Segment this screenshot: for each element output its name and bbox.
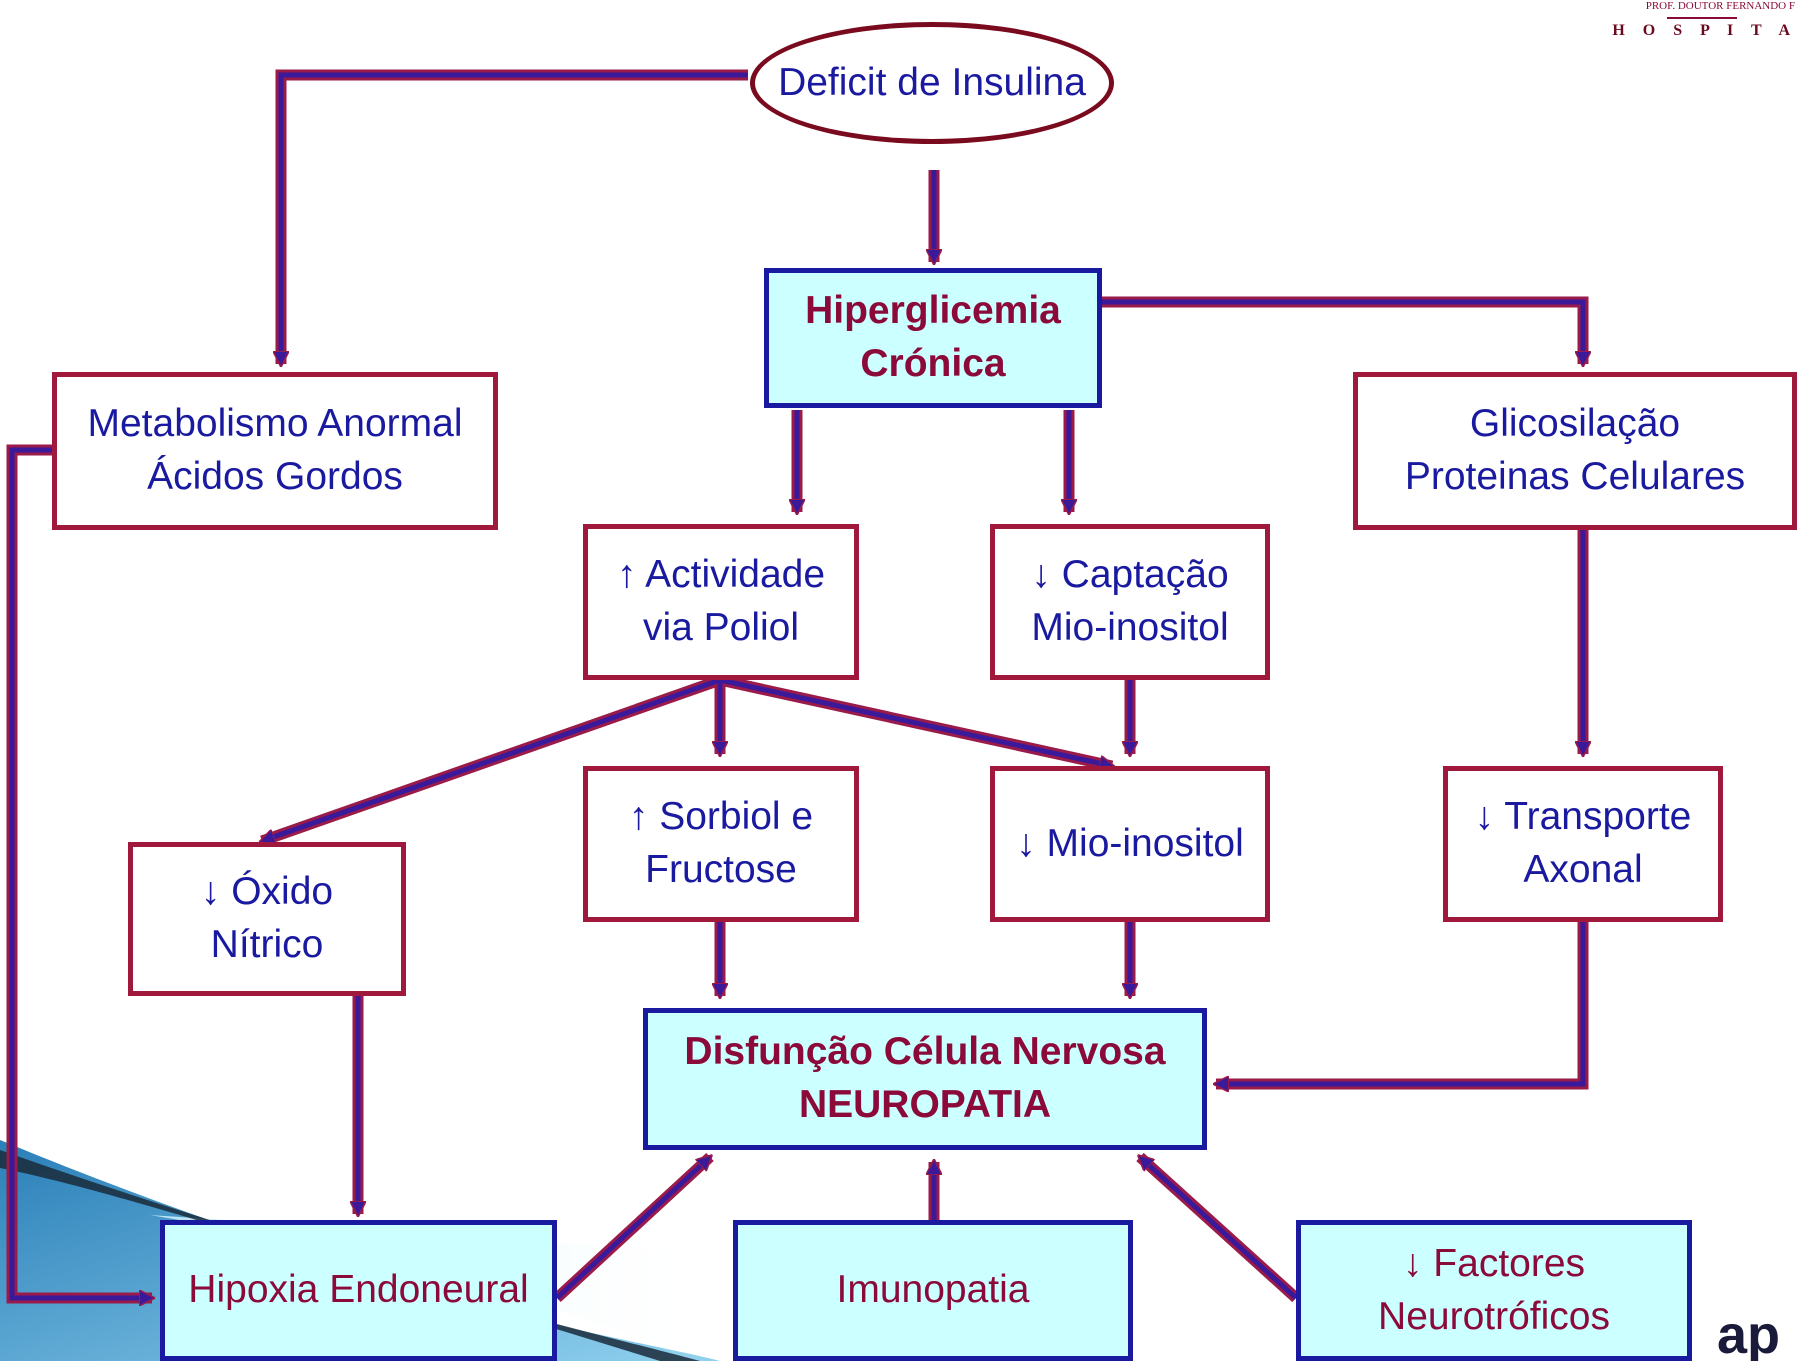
node-metabolismo-line1: Metabolismo Anormal [87,402,463,446]
node-factores-line1: ↓ Factores [1402,1241,1586,1285]
node-glicosilacao-line2: Proteinas Celulares [1404,455,1746,498]
connector-arrows [6,69,1583,1298]
node-disfuncao-neuropatia: Disfunção Célula Nervosa NEUROPATIA [643,1008,1207,1150]
node-imunopatia-label: Imunopatia [836,1268,1030,1312]
node-oxido-line1: ↓ Óxido [200,870,334,914]
node-hipoxia-label: Hipoxia Endoneural [188,1268,529,1312]
node-deficit-insulina: Deficit de Insulina [750,22,1114,144]
node-hipoxia-endoneural: Hipoxia Endoneural [160,1220,557,1361]
node-captacao-line1: ↓ Captação [1031,553,1229,597]
node-actividade-line1: ↑ Actividade [616,553,826,597]
node-transporte-axonal: ↓ Transporte Axonal [1443,766,1723,922]
node-captacao-line2: Mio-inositol [1031,606,1229,649]
node-oxido-nitrico: ↓ Óxido Nítrico [128,842,406,996]
node-transporte-line1: ↓ Transporte [1474,795,1692,839]
corner-logo: ap [1717,1309,1781,1361]
node-actividade-poliol: ↑ Actividade via Poliol [583,524,859,680]
node-oxido-line2: Nítrico [210,923,324,966]
node-captacao-mio-inositol: ↓ Captação Mio-inositol [990,524,1270,680]
node-deficit-insulina-label: Deficit de Insulina [778,61,1086,104]
node-mio-inositol-label: ↓ Mio-inositol [1016,821,1244,865]
hospital-logo-line2: H O S P I T A [1612,22,1797,39]
node-factores-neurotroficos: ↓ Factores Neurotróficos [1296,1220,1692,1361]
node-glicosilacao-line1: Glicosilação [1469,402,1681,446]
node-sorbiol-line2: Fructose [645,848,797,891]
node-mio-inositol: ↓ Mio-inositol [990,766,1270,922]
node-hiperglicemia-line2: Crónica [860,342,1006,385]
hospital-logo-rule [1667,17,1737,19]
node-metabolismo-line2: Ácidos Gordos [147,455,403,498]
hospital-logo-line1: PROF. DOUTOR FERNANDO F [1645,0,1795,12]
node-transporte-line2: Axonal [1523,848,1643,891]
node-disfuncao-line2: NEUROPATIA [798,1083,1052,1126]
node-hiperglicemia-line1: Hiperglicemia [805,289,1061,333]
hospital-logo: PROF. DOUTOR FERNANDO F H O S P I T A [1577,0,1797,44]
node-sorbiol-fructose: ↑ Sorbiol e Fructose [583,766,859,922]
node-metabolismo-anormal: Metabolismo Anormal Ácidos Gordos [52,372,498,530]
node-hiperglicemia-cronica: Hiperglicemia Crónica [764,268,1102,408]
node-sorbiol-line1: ↑ Sorbiol e [628,795,814,839]
node-glicosilacao: Glicosilação Proteinas Celulares [1353,372,1797,530]
node-factores-line2: Neurotróficos [1378,1294,1610,1338]
node-imunopatia: Imunopatia [733,1220,1133,1361]
node-disfuncao-line1: Disfunção Célula Nervosa [684,1030,1166,1074]
node-actividade-line2: via Poliol [642,606,800,649]
